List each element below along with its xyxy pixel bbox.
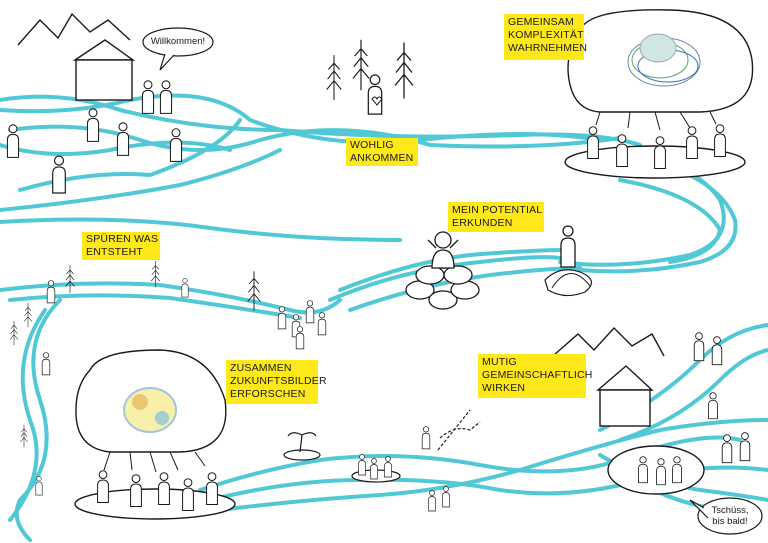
goodbye-text: Tschüss, bis bald!	[702, 505, 758, 527]
label-mutig: MUTIG GEMEINSCHAFTLICH WIRKEN	[482, 356, 593, 395]
label-gemeinsam-line-3: WAHRNEHMEN	[508, 42, 588, 54]
goodbye-bubble	[689, 497, 763, 535]
label-gemeinsam-line-1: GEMEINSAM	[508, 16, 574, 28]
label-zusammen: ZUSAMMEN ZUKUNFTSBILDER ERFORSCHEN	[230, 362, 327, 401]
mountains-left	[17, 12, 131, 46]
people-group-river	[351, 454, 450, 512]
bubble-strings-top	[595, 111, 717, 131]
group-platform-bottom-right	[607, 445, 705, 495]
goodbye-line-1: Tschüss,	[711, 505, 749, 516]
label-zusammen-line-3: ERFORSCHEN	[230, 388, 306, 400]
label-spueren: SPÜREN WAS ENTSTEHT	[86, 233, 158, 259]
flower-person	[405, 231, 480, 310]
house-bottom-right	[596, 365, 654, 427]
label-mutig-line-3: WIRKEN	[482, 382, 526, 394]
label-potential: MEIN POTENTIAL ERKUNDEN	[452, 204, 542, 230]
house-top-left	[72, 39, 136, 101]
welcome-bubble	[142, 27, 214, 71]
label-spueren-line-2: ENTSTEHT	[86, 246, 144, 258]
mountains-right	[553, 326, 665, 357]
people-group-bottom-right	[638, 456, 682, 486]
person-with-chart	[421, 409, 481, 451]
sitting-person-scribble	[544, 225, 592, 297]
label-zusammen-line-1: ZUSAMMEN	[230, 362, 292, 374]
label-gemeinsam-line-2: KOMPLEXITÄT	[508, 29, 584, 41]
label-mutig-line-2: GEMEINSCHAFTLICH	[482, 369, 593, 381]
label-wohlig: WOHLIG ANKOMMEN	[350, 139, 413, 165]
welcome-text: Willkommen!	[146, 36, 210, 47]
bubble-strings-bottom	[103, 451, 206, 473]
label-potential-line-1: MEIN POTENTIAL	[452, 204, 543, 216]
label-spueren-line-1: SPÜREN WAS	[86, 233, 159, 245]
welcome-speech: Willkommen!	[150, 36, 206, 47]
group-platform-bottom-left	[74, 488, 236, 520]
future-images-scribble	[123, 387, 177, 433]
highlights	[82, 14, 586, 404]
label-wohlig-line-1: WOHLIG	[350, 139, 394, 151]
label-zusammen-line-2: ZUKUNFTSBILDER	[230, 375, 327, 387]
goodbye-line-2: bis bald!	[712, 516, 748, 527]
palm-island	[283, 432, 321, 461]
complexity-scribble	[627, 33, 701, 87]
label-wohlig-line-2: ANKOMMEN	[350, 152, 414, 164]
label-potential-line-2: ERKUNDEN	[452, 217, 513, 229]
person-with-heart	[367, 74, 383, 115]
label-gemeinsam: GEMEINSAM KOMPLEXITÄT WAHRNEHMEN	[508, 16, 587, 55]
label-mutig-line-1: MUTIG	[482, 356, 517, 368]
